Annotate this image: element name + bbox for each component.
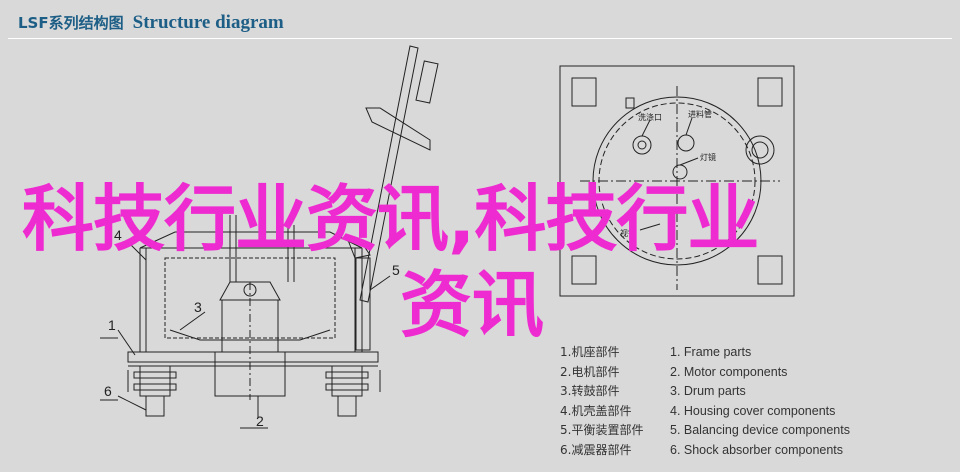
page-title: LSF系列结构图 Structure diagram: [18, 12, 284, 34]
callout-5: 5: [392, 262, 400, 278]
label-feed-pipe: 进料管: [688, 109, 712, 119]
component-legend: 1.机座部件 1. Frame parts 2.电机部件 2. Motor co…: [560, 343, 890, 459]
title-cn: LSF系列结构图: [18, 14, 124, 32]
legend-en-1: 1. Frame parts: [670, 345, 752, 359]
shock-absorber-left: [133, 365, 177, 417]
feed-pipe: [677, 134, 695, 152]
callout-6: 6: [104, 383, 112, 399]
callout-2: 2: [256, 413, 264, 429]
lamp-mirror: [672, 164, 688, 180]
callout-4: 4: [114, 227, 122, 243]
title-en: Structure diagram: [132, 12, 284, 33]
plan-frame: [559, 65, 795, 297]
label-lamp: 灯镜: [700, 152, 716, 162]
base-frame: [127, 351, 379, 363]
header-divider: [8, 38, 952, 39]
plan-view: 洗涤口 进料管 灯镜 视镜: [559, 65, 795, 297]
label-view-mirror: 视镜: [620, 228, 636, 238]
legend-cn-2: 2.电机部件: [560, 364, 620, 379]
drum: [164, 257, 336, 339]
side-view: 1 2 3 4 5 6: [100, 45, 439, 429]
legend-en-6: 6. Shock absorber components: [670, 442, 844, 457]
legend-en-2: 2. Motor components: [670, 364, 788, 379]
legend-cn-3: 3.转鼓部件: [560, 384, 620, 398]
wash-port: [632, 135, 652, 155]
legend-en-3: 3. Drum parts: [670, 384, 746, 398]
legend-en-4: 4. Housing cover components: [670, 403, 836, 418]
legend-en-5: 5. Balancing device components: [670, 423, 850, 437]
legend-cn-1: 1.机座部件: [560, 345, 620, 359]
label-wash-port: 洗涤口: [638, 112, 662, 122]
balancing-arm: [347, 45, 439, 351]
shock-absorber-right: [325, 365, 369, 417]
callout-1: 1: [108, 317, 116, 333]
callout-3: 3: [194, 299, 202, 315]
legend-cn-4: 4.机壳盖部件: [560, 403, 632, 418]
housing-cover: [139, 231, 363, 249]
legend-cn-6: 6.减震器部件: [560, 442, 632, 457]
legend-cn-5: 5.平衡装置部件: [560, 423, 644, 437]
